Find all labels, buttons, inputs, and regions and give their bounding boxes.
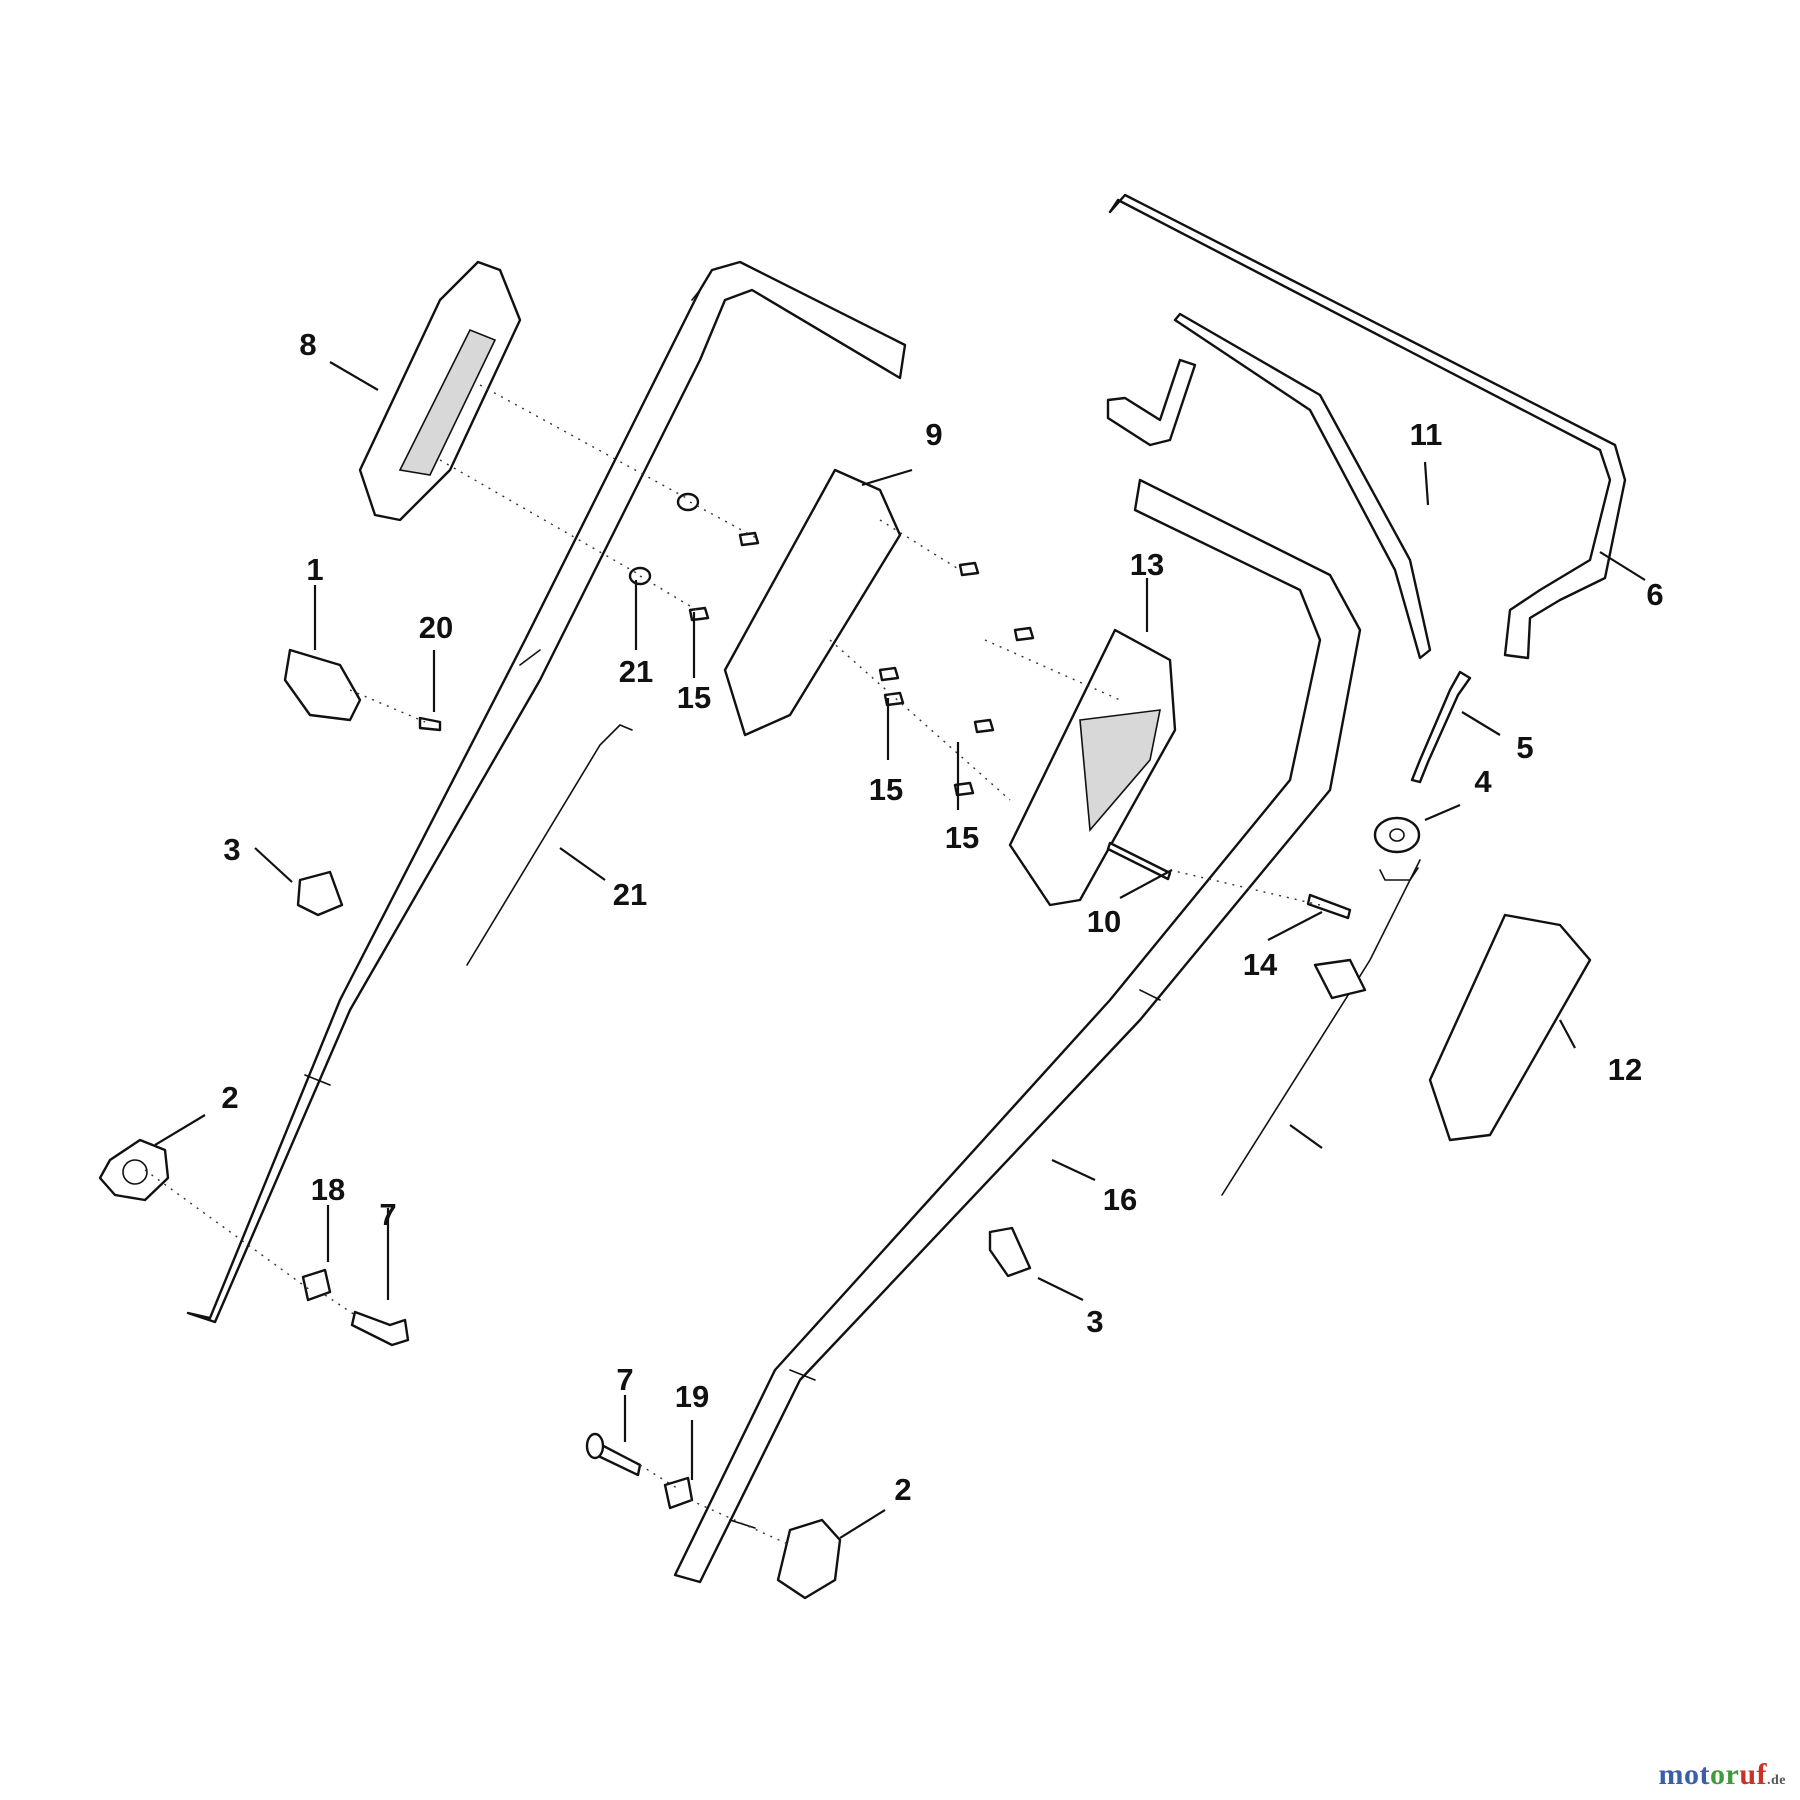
bolt-7a <box>350 1310 410 1347</box>
cable-clip-1 <box>283 648 362 722</box>
washers-17 <box>628 492 700 586</box>
knob-2a <box>98 1138 170 1202</box>
left-handle-tube <box>186 260 907 1324</box>
watermark-logo: motoruf.de <box>1659 1758 1787 1792</box>
callout-7a: 7 <box>379 1197 396 1232</box>
switch-housing-left <box>358 260 522 522</box>
callout-14: 14 <box>1243 947 1278 982</box>
bail-bar <box>1106 193 1627 660</box>
callout-20: 16 <box>1103 1182 1137 1217</box>
square-nut-21b <box>663 1476 694 1510</box>
callout-10: 10 <box>1087 904 1121 939</box>
screws-15 <box>688 531 1035 797</box>
callout-17: 21 <box>619 654 653 689</box>
cable-18 <box>466 724 633 966</box>
screw-14 <box>1306 893 1352 920</box>
callout-16: 20 <box>419 610 453 645</box>
callout-13: 13 <box>1130 547 1164 582</box>
spacer-3a <box>296 870 344 917</box>
switch-housing-13 <box>1008 628 1177 907</box>
callout-18: 21 <box>613 877 647 912</box>
callout-7b: 7 <box>616 1362 633 1397</box>
callout-1: 1 <box>306 552 323 587</box>
callout-15b: 15 <box>869 772 903 807</box>
callout-2b: 2 <box>894 1472 911 1507</box>
callout-6: 6 <box>1646 577 1663 612</box>
watermark-part-2: or <box>1709 1758 1740 1791</box>
cover-9 <box>723 468 902 737</box>
knob-2b <box>776 1518 842 1600</box>
callout-15c: 15 <box>945 820 979 855</box>
cable-19 <box>1221 859 1421 1196</box>
callout-9: 9 <box>925 417 942 452</box>
callout-8: 8 <box>299 327 316 362</box>
alignment-lines <box>144 384 1321 1546</box>
callout-3b: 3 <box>1086 1304 1103 1339</box>
callout-2a: 2 <box>221 1080 238 1115</box>
callout-21a: 18 <box>311 1172 345 1207</box>
callout-11: 11 <box>1410 417 1443 452</box>
leader-lines <box>154 361 1646 1539</box>
watermark-part-1: mot <box>1658 1758 1710 1791</box>
callout-15a: 15 <box>677 680 711 715</box>
washer-4 <box>1373 816 1421 854</box>
pin-10 <box>1106 841 1172 881</box>
screw-16 <box>418 716 442 732</box>
grip-cover-12 <box>1428 913 1592 1142</box>
callout-12: 12 <box>1608 1052 1642 1087</box>
watermark-suffix: .de <box>1767 1773 1786 1788</box>
square-nut-21a <box>301 1268 332 1302</box>
right-handle-tube <box>673 478 1362 1584</box>
callout-5: 5 <box>1516 730 1533 765</box>
spring-5 <box>1410 670 1472 784</box>
spacer-3b <box>988 1226 1032 1278</box>
callout-3a: 3 <box>223 832 240 867</box>
callout-21b: 19 <box>675 1379 709 1414</box>
watermark-part-3: uf <box>1739 1758 1767 1791</box>
bolt-7b <box>585 1432 642 1477</box>
callout-4: 4 <box>1474 764 1492 799</box>
